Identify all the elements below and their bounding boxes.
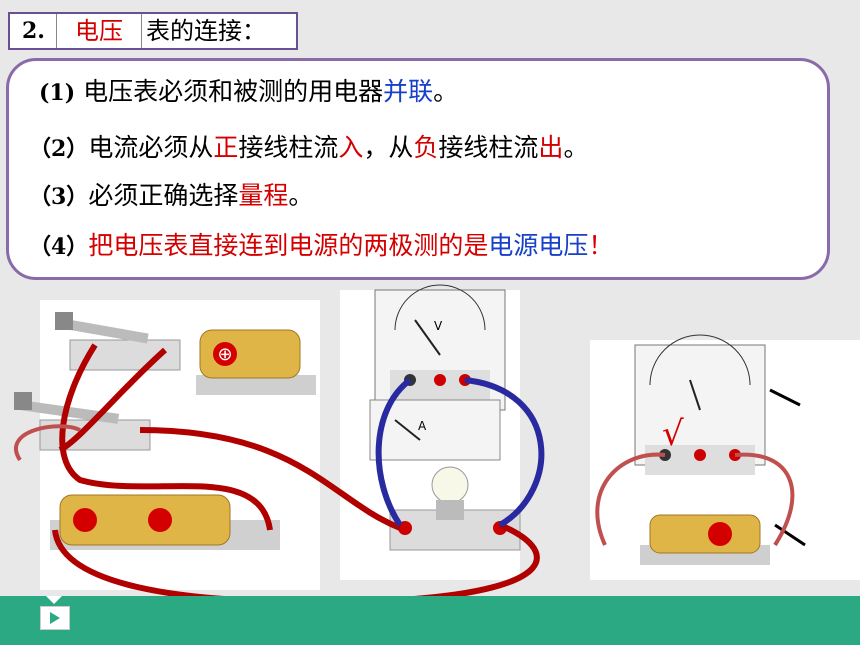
title-keyword: 电压	[56, 14, 142, 48]
red-wire	[139, 427, 402, 531]
rule-keyword: 并联	[383, 77, 434, 106]
light-bulb	[389, 466, 521, 551]
rule-text: 电流必须从	[88, 133, 214, 162]
circuit-illustration: ⊕ V A √	[14, 284, 860, 596]
rule-keyword: ！	[588, 231, 614, 260]
rule-text: ，从	[363, 133, 414, 162]
check-mark: √	[662, 414, 684, 454]
rule-2: （2）电流必须从正接线柱流入，从负接线柱流出。	[29, 131, 588, 166]
tick-mark	[769, 388, 801, 407]
rule-4: （4）把电压表直接连到电源的两极测的是电源电压！	[29, 229, 613, 264]
slide-title: 2. 电压 表的连接：	[8, 12, 298, 50]
rule-text: 。	[563, 133, 589, 162]
rule-index: （4）	[29, 234, 89, 260]
tick-mark	[774, 523, 806, 547]
rule-text: 接线柱流	[438, 133, 539, 162]
battery-pack-left	[50, 494, 280, 550]
rule-text: 必须正确选择	[88, 181, 239, 210]
voltmeter-right: √	[634, 334, 766, 475]
title-rest: 表的连接：	[146, 17, 266, 45]
battery-right	[640, 514, 770, 565]
rule-keyword: 把电压表直接连到电源的两极测的是	[88, 231, 489, 260]
rule-keyword: 正	[213, 133, 239, 162]
blue-wire	[375, 377, 412, 527]
rule-text: 接线柱流	[238, 133, 339, 162]
rule-text: 电压表必须和被测的用电器	[75, 77, 384, 106]
rule-3: （3）必须正确选择量程。	[29, 179, 313, 214]
rule-text: 。	[288, 181, 314, 210]
voltmeter-unit: V	[434, 319, 443, 333]
red-wire	[52, 522, 540, 596]
red-wire	[59, 343, 273, 531]
bar-pointer	[46, 596, 62, 604]
rule-keyword: 入	[338, 133, 364, 162]
battery-top: ⊕	[196, 329, 316, 395]
thin-wire	[595, 452, 666, 546]
rule-keyword: 出	[538, 133, 564, 162]
red-wire	[58, 347, 167, 453]
rule-index: （2）	[29, 136, 89, 162]
rule-index: （3）	[29, 184, 89, 210]
battery-plus-label: ⊕	[217, 344, 232, 365]
ammeter: A	[369, 399, 501, 461]
rules-box: (1) 电压表必须和被测的用电器并联。 （2）电流必须从正接线柱流入，从负接线柱…	[6, 58, 830, 280]
rule-keyword: 负	[413, 133, 439, 162]
thin-wire	[14, 424, 81, 462]
bottom-bar	[0, 596, 860, 645]
video-play-icon[interactable]	[40, 606, 70, 630]
rule-1: (1) 电压表必须和被测的用电器并联。	[39, 75, 458, 110]
title-number: 2.	[22, 18, 45, 44]
thin-wire	[734, 452, 795, 547]
blue-wire	[464, 377, 545, 528]
rule-text: 。	[433, 77, 459, 106]
rule-index: (1)	[39, 80, 76, 106]
rule-keyword: 电源电压	[488, 231, 589, 260]
ammeter-unit: A	[418, 419, 427, 433]
rule-keyword: 量程	[238, 181, 289, 210]
